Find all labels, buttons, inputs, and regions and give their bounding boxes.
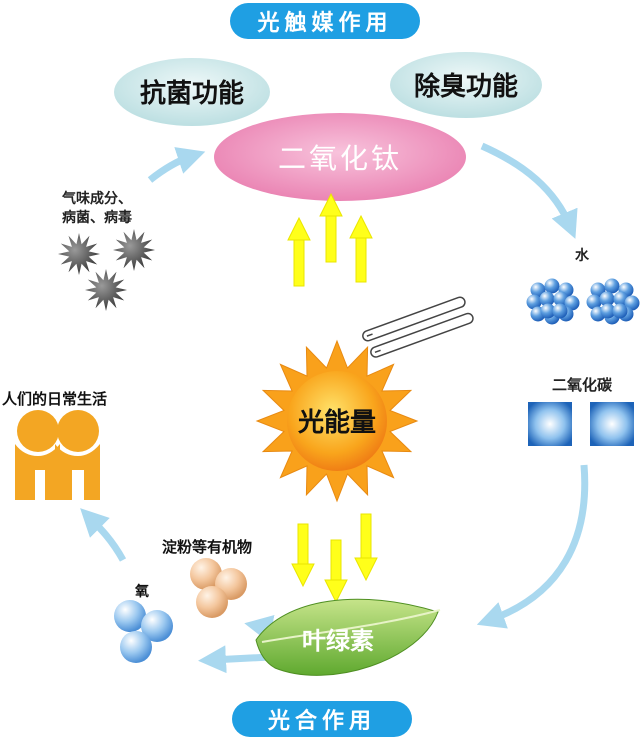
up-arrow-3 xyxy=(349,214,373,283)
leaf-chlorophyll: 叶绿素 xyxy=(255,598,441,676)
up-arrow-1 xyxy=(287,216,311,287)
water-label: 水 xyxy=(575,247,590,264)
co2-molecules xyxy=(528,402,634,446)
up-arrow-2 xyxy=(319,192,343,263)
water-molecules xyxy=(526,278,640,325)
co2-label: 二氧化碳 xyxy=(552,376,613,394)
catalyst-ellipse: 二氧化钛 xyxy=(214,113,466,201)
germ-1 xyxy=(58,233,100,275)
light-arrows-up xyxy=(287,192,373,287)
down-arrow-2 xyxy=(324,539,348,604)
arrow-catalyst-to-water xyxy=(480,142,578,239)
organics-label: 淀粉等有机物 xyxy=(162,538,252,556)
oxygen-label: 氧 xyxy=(134,583,149,600)
water-cluster-right xyxy=(586,278,640,325)
banner-photocatalysis: 光触媒作用 xyxy=(230,3,420,39)
light-arrows-down xyxy=(291,513,378,604)
daily-life-label: 人们的日常生活 xyxy=(2,390,107,408)
catalyst-label: 二氧化钛 xyxy=(278,142,402,175)
bubble-deodorize: 除臭功能 xyxy=(390,52,542,118)
down-arrow-3 xyxy=(354,513,378,582)
germ-3 xyxy=(85,269,127,311)
bubble-antibacterial: 抗菌功能 xyxy=(114,58,270,126)
pollutants-label: 气味成分、 病菌、病毒 xyxy=(61,190,132,226)
person-right xyxy=(55,410,100,500)
germs-group xyxy=(58,229,155,311)
oxygen-molecules xyxy=(114,600,173,663)
antibacterial-label: 抗菌功能 xyxy=(140,78,244,109)
people-icon xyxy=(15,410,100,500)
sun-light-energy: 光能量 xyxy=(255,339,419,503)
water-cluster-left xyxy=(526,278,580,325)
pollutants-label-line2: 病菌、病毒 xyxy=(62,209,132,226)
co2-square-right xyxy=(590,402,634,446)
arrow-oxygen-to-people xyxy=(80,508,127,562)
light-energy-label: 光能量 xyxy=(297,407,376,438)
down-arrow-1 xyxy=(291,523,315,588)
deodorize-label: 除臭功能 xyxy=(414,71,518,102)
co2-square-left xyxy=(528,402,572,446)
germ-2 xyxy=(113,229,155,271)
starch-molecules xyxy=(190,558,247,618)
person-left xyxy=(15,410,60,500)
pollutants-label-line1: 气味成分、 xyxy=(61,190,132,207)
banner-photocatalysis-text: 光触媒作用 xyxy=(256,10,392,36)
arrow-pollutants-to-catalyst xyxy=(147,147,206,183)
banner-photosynthesis: 光合作用 xyxy=(232,701,412,737)
banner-photosynthesis-text: 光合作用 xyxy=(267,708,376,734)
chlorophyll-label: 叶绿素 xyxy=(302,627,374,655)
uv-lamp-icon xyxy=(362,296,474,358)
arrow-co2-to-leaf xyxy=(476,464,589,629)
